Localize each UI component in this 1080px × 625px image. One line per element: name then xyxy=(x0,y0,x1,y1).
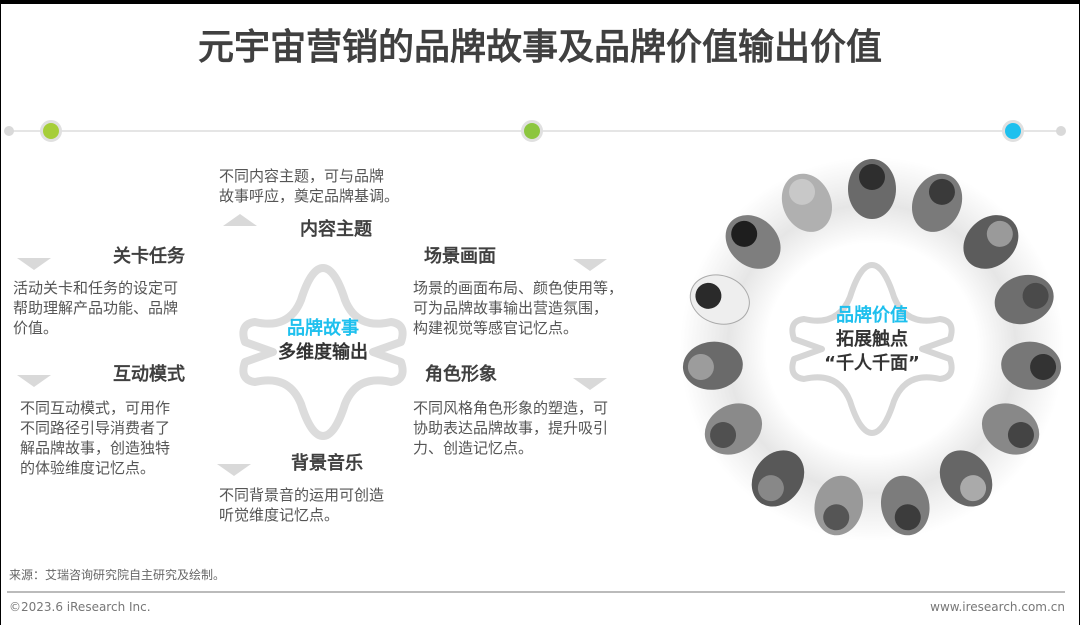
bgm-desc: 不同背景音的运用可创造 听觉维度记忆点。 xyxy=(219,485,384,525)
brand-story-title: 品牌故事 xyxy=(287,318,359,339)
arrow-down-icon xyxy=(17,258,51,270)
interaction-mode-heading: 互动模式 xyxy=(113,364,185,385)
bgm-heading: 背景音乐 xyxy=(291,453,363,474)
page-title: 元宇宙营销的品牌故事及品牌价值输出价值 xyxy=(197,27,882,68)
desc-line: 不同风格角色形象的塑造，可 xyxy=(413,399,609,417)
level-task-heading: 关卡任务 xyxy=(113,246,185,267)
desc-line: 构建视觉等感官记忆点。 xyxy=(413,319,579,337)
content-theme-heading: 内容主题 xyxy=(300,219,372,240)
scene-desc: 场景的画面布局、颜色使用等， 可为品牌故事输出营造氛围， 构建视觉等感官记忆点。 xyxy=(413,278,623,338)
people-circle-graphic xyxy=(680,157,1064,541)
people-circle-photo: 品牌价值 拓展触点 “千人千面” xyxy=(677,154,1067,544)
desc-line: 听觉维度记忆点。 xyxy=(219,506,340,524)
arrow-down-icon xyxy=(573,259,607,271)
timeline-end-dot-left xyxy=(4,126,14,136)
star-shape-icon xyxy=(239,264,407,440)
slide: 元宇宙营销的品牌故事及品牌价值输出价值 品牌故事 多维度输出 不同内容主题，可与… xyxy=(1,4,1079,625)
website-link[interactable]: www.iresearch.com.cn xyxy=(930,600,1065,614)
desc-line: 的体验维度记忆点。 xyxy=(20,459,156,477)
brand-value-line2: 拓展触点 xyxy=(836,329,908,350)
desc-line: 帮助理解产品功能、品牌 xyxy=(13,299,179,317)
desc-line: 不同内容主题，可与品牌 xyxy=(219,167,385,185)
desc-line: 解品牌故事，创造独特 xyxy=(20,439,171,457)
character-heading: 角色形象 xyxy=(425,364,497,385)
desc-line: 场景的画面布局、颜色使用等， xyxy=(413,279,624,297)
timeline-dot-center xyxy=(521,120,543,142)
brand-story-subtitle: 多维度输出 xyxy=(278,342,368,363)
timeline-end-dot-right xyxy=(1056,126,1066,136)
footer-divider xyxy=(7,591,1065,593)
brand-value-title: 品牌价值 xyxy=(836,305,908,326)
desc-line: 不同互动模式，可用作 xyxy=(20,399,171,417)
timeline-dot-right xyxy=(1002,120,1024,142)
desc-line: 不同路径引导消费者了 xyxy=(20,419,171,437)
arrow-down-icon xyxy=(573,378,607,390)
desc-line: 不同背景音的运用可创造 xyxy=(219,486,385,504)
desc-line: 协助表达品牌故事，提升吸引 xyxy=(413,419,609,437)
desc-line: 力、创造记忆点。 xyxy=(413,439,534,457)
desc-line: 可为品牌故事输出营造氛围， xyxy=(413,299,609,317)
arrow-up-icon xyxy=(223,214,257,226)
arrow-down-icon xyxy=(17,375,51,387)
brand-value-line3: “千人千面” xyxy=(824,353,920,374)
character-desc: 不同风格角色形象的塑造，可 协助表达品牌故事，提升吸引 力、创造记忆点。 xyxy=(413,398,608,458)
timeline-dot-left xyxy=(40,120,62,142)
scene-heading: 场景画面 xyxy=(424,246,496,267)
copyright: ©2023.6 iResearch Inc. xyxy=(9,600,151,614)
desc-line: 活动关卡和任务的设定可 xyxy=(13,279,179,297)
source-note: 来源：艾瑞咨询研究院自主研究及绘制。 xyxy=(9,568,226,582)
desc-line: 故事呼应，奠定品牌基调。 xyxy=(219,187,400,205)
content-theme-desc: 不同内容主题，可与品牌 故事呼应，奠定品牌基调。 xyxy=(219,166,399,206)
arrow-down-icon xyxy=(217,464,251,476)
interaction-mode-desc: 不同互动模式，可用作 不同路径引导消费者了 解品牌故事，创造独特 的体验维度记忆… xyxy=(20,398,170,478)
level-task-desc: 活动关卡和任务的设定可 帮助理解产品功能、品牌 价值。 xyxy=(13,278,178,338)
desc-line: 价值。 xyxy=(13,319,59,337)
